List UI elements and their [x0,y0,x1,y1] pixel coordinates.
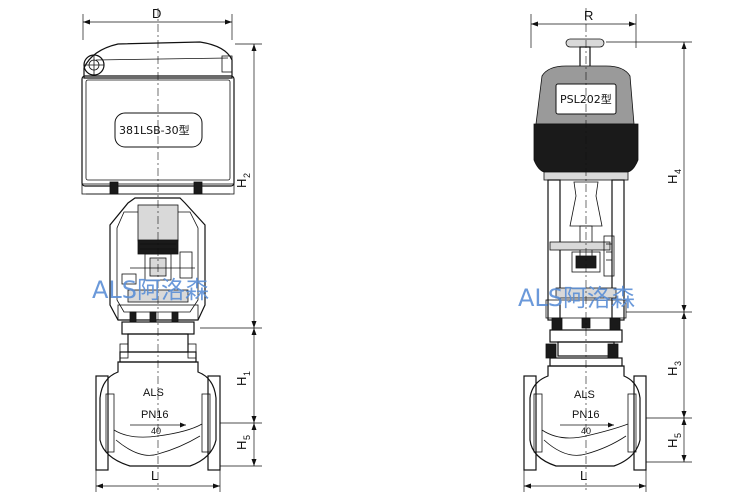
left-dimension-H2-sub: 2 [242,173,252,178]
dimension-D: D [82,6,233,40]
right-view: R PSL202型 [518,8,692,492]
left-dimension-H1-label: H [234,377,249,386]
left-yoke [109,197,206,323]
right-dimension-L-label: L [580,468,587,483]
left-dimension-L: L [95,468,221,492]
right-dimension-L: L [523,468,647,492]
left-nameplate [114,112,203,148]
right-dimension-H5-label: H [665,439,680,448]
right-handwheel [565,38,605,68]
right-dimension-H3-sub: 3 [673,361,683,366]
right-dimension-H4-label: H [665,175,680,184]
right-dimension-H5-sub: 5 [673,433,683,438]
left-dimension-H2-label: H [234,179,249,188]
left-dimension-H5-label: H [234,441,249,450]
right-dimension-H3-label: H [665,367,680,376]
right-bonnet [545,329,623,367]
left-body-brand: ALS [143,387,164,399]
right-vertical-dimensions: H 4 H 3 H 5 [606,41,692,463]
left-actuator-model: 381LSB-30型 [119,123,190,137]
dimension-R-label: R [584,8,593,23]
left-vertical-dimensions: H 2 H 1 H 5 [200,43,262,467]
left-body-pressure: PN16 [141,409,169,421]
left-valve-body: ALS PN16 40 [95,361,221,471]
right-valve-body: ALS PN16 40 [523,365,647,471]
left-view: D 381LSB-30型 [81,6,262,492]
left-dimension-H1-sub: 1 [242,371,252,376]
right-dimension-H4-sub: 4 [673,169,683,174]
right-watermark: ALS阿洛森 [518,284,635,312]
right-body-brand: ALS [574,389,595,401]
left-actuator: 381LSB-30型 [81,41,235,195]
left-watermark: ALS阿洛森 [92,276,209,304]
dimension-D-label: D [152,6,161,21]
left-body-size: 40 [151,426,161,436]
left-dimension-H5-sub: 5 [242,435,252,440]
left-dimension-L-label: L [151,468,158,483]
